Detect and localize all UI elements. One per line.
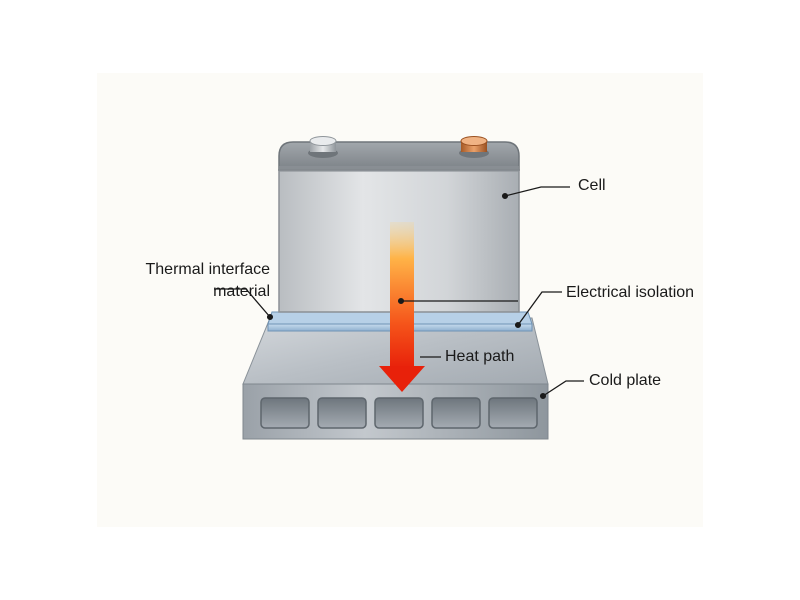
- electrical-isolation-label: Electrical isolation: [566, 284, 695, 301]
- cooling-channel: [488, 397, 538, 429]
- isolation-leader-dot: [397, 297, 405, 305]
- cold-plate-leader-dot: [539, 392, 547, 400]
- cell-label: Cell: [578, 177, 606, 194]
- cooling-channel: [317, 397, 367, 429]
- tim-leader-line: [214, 288, 271, 318]
- cooling-channel: [374, 397, 424, 429]
- isolation-leader-dot-2: [514, 321, 522, 329]
- positive-terminal-icon: [459, 136, 489, 158]
- cell-lid-edge: [279, 166, 519, 172]
- heat-path-arrow: [379, 222, 425, 392]
- heat-arrow-head: [379, 366, 425, 392]
- cell-leader-line: [504, 186, 570, 197]
- cooling-channel: [260, 397, 310, 429]
- tim-leader-dot: [266, 313, 274, 321]
- thermal-interface-material-label: Thermal interface material: [145, 261, 271, 300]
- heat-arrow-shaft: [390, 222, 414, 368]
- cell-leader-dot: [501, 192, 509, 200]
- heat-path-label: Heat path: [445, 348, 515, 365]
- cold-plate-leader-line: [542, 380, 584, 397]
- leader-lines: [214, 186, 584, 400]
- isolation-leader-line-2: [517, 291, 562, 326]
- cold-plate-label: Cold plate: [589, 372, 662, 389]
- negative-terminal-icon: [308, 136, 338, 158]
- cell-lid: [278, 141, 520, 171]
- cooling-channel: [431, 397, 481, 429]
- cooling-channels: [260, 397, 538, 429]
